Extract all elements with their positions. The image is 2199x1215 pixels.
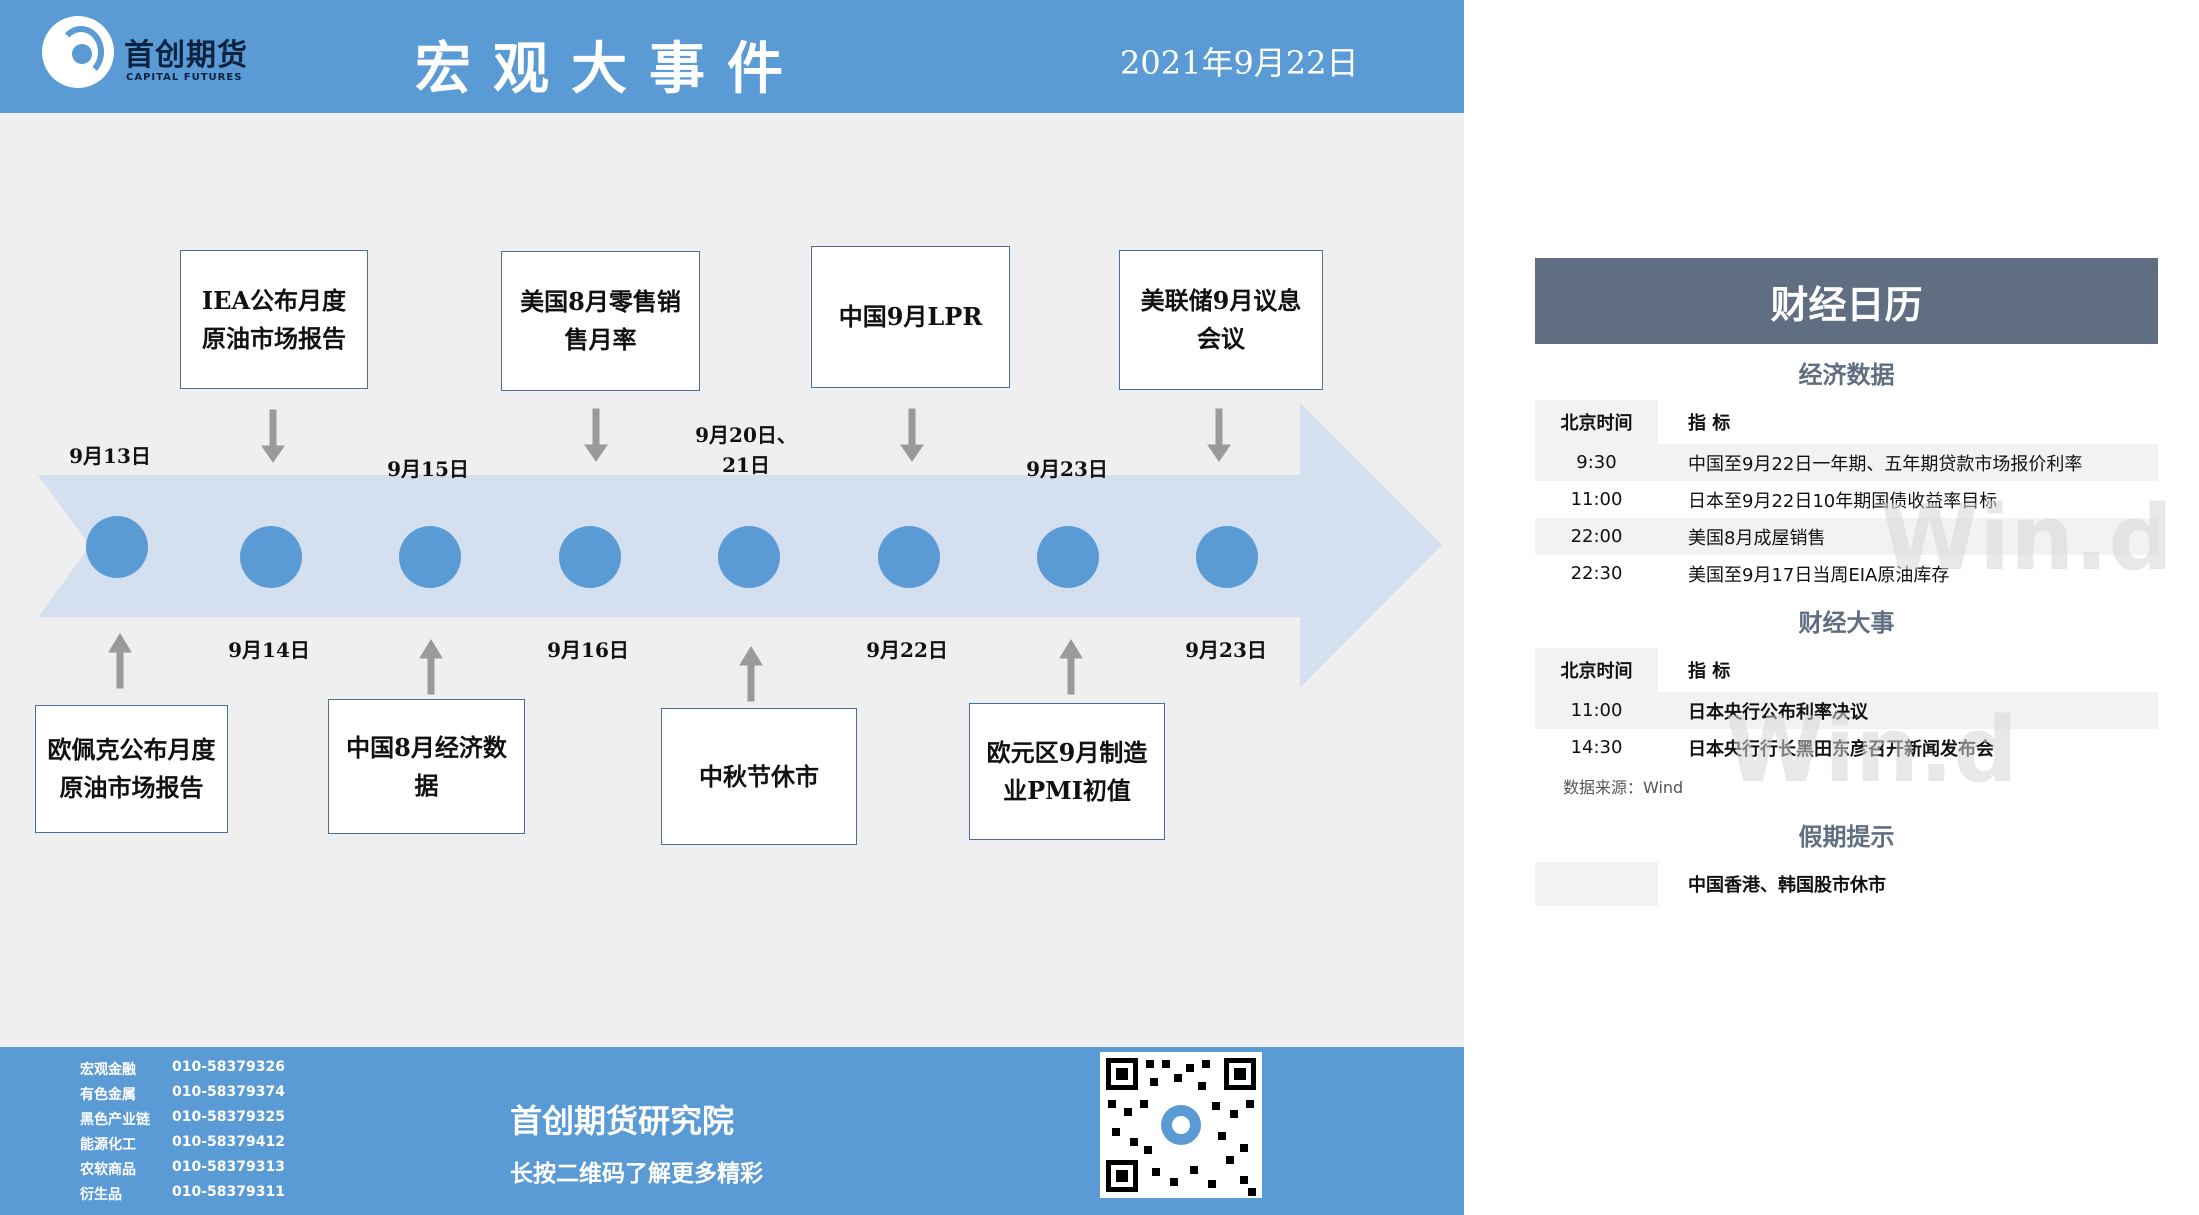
row-time: 11:00 <box>1570 700 1623 721</box>
up-arrows <box>108 633 1083 702</box>
contact-dept: 黑色产业链 <box>80 1112 150 1128</box>
header-bar <box>0 0 1464 113</box>
section-holiday: 假期提示 <box>1798 822 1895 851</box>
table-row: 11:00 日本央行公布利率决议 <box>1535 692 2158 729</box>
contact-phone: 010-58379412 <box>172 1134 285 1150</box>
timeline-dot <box>559 526 621 588</box>
calendar-title: 财经日历 <box>1535 258 2158 344</box>
section-economic-data: 经济数据 <box>1798 360 1895 389</box>
contact-row: 农软商品 010-58379313 <box>80 1159 285 1179</box>
event-box-top: 美国8月零售销售月率 <box>501 251 700 391</box>
contact-dept: 农软商品 <box>80 1162 136 1178</box>
contact-row: 宏观金融 010-58379326 <box>80 1059 285 1079</box>
row-item: 中国至9月22日一年期、五年期贷款市场报价利率 <box>1688 453 2083 475</box>
row-time: 22:30 <box>1570 563 1623 584</box>
row-time: 22:00 <box>1570 526 1623 547</box>
table-row: 22:30 美国至9月17日当周EIA原油库存 <box>1535 555 2158 592</box>
contact-row: 有色金属 010-58379374 <box>80 1084 285 1104</box>
row-item: 日本央行公布利率决议 <box>1688 701 1868 723</box>
event-box-bottom: 欧佩克公布月度原油市场报告 <box>35 705 228 833</box>
header-time: 北京时间 <box>1535 400 1658 444</box>
contact-row: 能源化工 010-58379412 <box>80 1134 285 1154</box>
date-label-top: 9月23日 <box>1026 457 1108 481</box>
report-date: 2021年9月22日 <box>1120 44 1359 82</box>
qr-code[interactable] <box>1100 1052 1262 1198</box>
holiday-time-cell <box>1535 862 1658 906</box>
institute-name: 首创期货研究院 <box>510 1102 735 1140</box>
contact-phone: 010-58379374 <box>172 1084 285 1100</box>
table-row: 22:00 美国8月成屋销售 <box>1535 518 2158 555</box>
date-label-top: 9月20日、21日 <box>695 423 797 477</box>
row-time: 14:30 <box>1570 737 1623 758</box>
row-item: 美国8月成屋销售 <box>1688 527 1826 549</box>
date-label-top: 9月15日 <box>387 457 469 481</box>
event-box-bottom: 中秋节休市 <box>661 708 857 845</box>
timeline-dot <box>1037 526 1099 588</box>
brand-name: 首创期货 <box>124 38 248 73</box>
event-box-top: 中国9月LPR <box>811 246 1010 388</box>
watermark: Win.d <box>1880 486 2173 591</box>
table-row: 11:00 日本至9月22日10年期国债收益率目标 <box>1535 481 2158 518</box>
table-header: 北京时间 指 标 <box>1535 648 2158 692</box>
page-title: 宏观大事件 <box>415 36 805 102</box>
timeline-arrow <box>38 403 1442 702</box>
section-finance-events: 财经大事 <box>1798 608 1895 637</box>
event-box-bottom: 欧元区9月制造业PMI初值 <box>969 703 1165 840</box>
event-box-bottom: 中国8月经济数据 <box>328 699 525 834</box>
date-label-bottom: 9月23日 <box>1185 638 1267 662</box>
contact-row: 衍生品 010-58379311 <box>80 1184 285 1204</box>
header-indicator: 指 标 <box>1688 661 1731 682</box>
date-label-bottom: 9月16日 <box>547 638 629 662</box>
contact-phone: 010-58379325 <box>172 1109 285 1125</box>
timeline-dot <box>718 526 780 588</box>
data-source: 数据来源：Wind <box>1563 778 1684 797</box>
row-item: 日本至9月22日10年期国债收益率目标 <box>1688 490 1998 512</box>
row-item: 美国至9月17日当周EIA原油库存 <box>1688 564 1950 586</box>
date-label-bottom: 9月22日 <box>866 638 948 662</box>
row-time: 9:30 <box>1576 452 1617 473</box>
timeline-dot <box>399 526 461 588</box>
timeline-dot <box>86 516 148 578</box>
table-row: 14:30 日本央行行长黑田东彦召开新闻发布会 <box>1535 729 2158 766</box>
table-header: 北京时间 指 标 <box>1535 400 2158 444</box>
date-label-bottom: 9月14日 <box>228 638 310 662</box>
contact-dept: 衍生品 <box>80 1187 122 1203</box>
down-arrows <box>261 408 1231 463</box>
contact-dept: 宏观金融 <box>80 1062 136 1078</box>
watermark: Win.d <box>1725 698 2018 803</box>
contact-dept: 有色金属 <box>80 1087 136 1103</box>
header-indicator: 指 标 <box>1688 413 1731 434</box>
contact-row: 黑色产业链 010-58379325 <box>80 1109 285 1129</box>
event-box-top: 美联储9月议息会议 <box>1119 250 1323 390</box>
row-item: 日本央行行长黑田东彦召开新闻发布会 <box>1688 738 1994 760</box>
date-label-top: 9月13日 <box>69 444 151 468</box>
brand-name-english: CAPITAL FUTURES <box>126 72 243 83</box>
row-time: 11:00 <box>1570 489 1623 510</box>
timeline-dot <box>1196 526 1258 588</box>
contact-phone: 010-58379311 <box>172 1184 285 1200</box>
header-time: 北京时间 <box>1535 648 1658 692</box>
contact-phone: 010-58379313 <box>172 1159 285 1175</box>
holiday-row: 中国香港、韩国股市休市 <box>1535 862 2158 906</box>
timeline-dot <box>240 526 302 588</box>
holiday-item: 中国香港、韩国股市休市 <box>1688 875 1886 896</box>
qr-hint: 长按二维码了解更多精彩 <box>510 1161 763 1187</box>
table-row: 9:30 中国至9月22日一年期、五年期贷款市场报价利率 <box>1535 444 2158 481</box>
company-logo <box>42 16 114 88</box>
finance-calendar: 财经日历 经济数据 北京时间 指 标 9:30 中国至9月22日一年期、五年期贷… <box>1535 258 2173 906</box>
contact-phone: 010-58379326 <box>172 1059 285 1075</box>
timeline-dot <box>878 526 940 588</box>
contact-dept: 能源化工 <box>80 1137 136 1153</box>
event-box-top: IEA公布月度原油市场报告 <box>180 250 368 389</box>
